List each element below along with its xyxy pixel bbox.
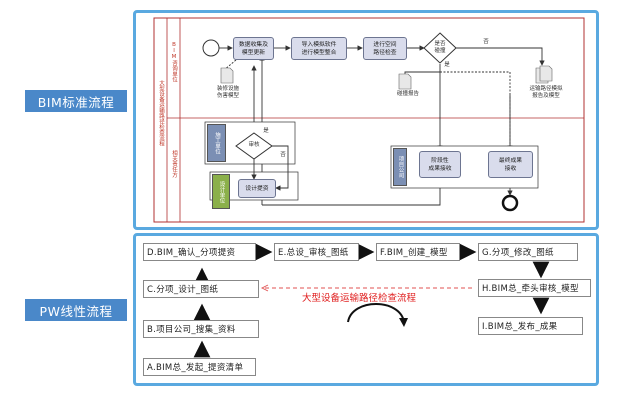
task-space-path-check: 进行空间 路径检查 [363, 37, 407, 60]
pw-diagram-frame [133, 233, 599, 386]
gateway-no-label: 否 [483, 39, 489, 45]
pw-step-h: H.BIM总_牵头审核_模型 [478, 279, 591, 297]
pw-step-c: C.分项_设计_图纸 [143, 280, 259, 298]
task-design-data: 设计提资 [238, 179, 276, 198]
role-design: 设计单位 [212, 174, 230, 209]
bim-diagram-frame [133, 10, 599, 230]
task-stage-result-receive: 阶段性 成果接收 [419, 151, 461, 178]
lane2-title: 相关责任方 [171, 150, 177, 178]
pw-step-f: F.BIM_创建_模型 [376, 243, 460, 261]
pw-step-i: I.BIM总_发布_成果 [478, 317, 583, 335]
pw-step-e: E.总设_审核_图纸 [274, 243, 359, 261]
lane2-connectors [251, 145, 289, 191]
review-label: 审核 [248, 142, 260, 148]
pw-step-d: D.BIM_确认_分项提资 [143, 243, 256, 261]
document-icons [220, 65, 553, 90]
task-final-result-receive: 最终成果 接收 [488, 151, 533, 178]
doc-label-3: 运输路径模拟 报告及模型 [529, 86, 563, 99]
review-no-label: 否 [280, 152, 286, 158]
pool-title: 大型设备运输路径检查流程 [158, 80, 164, 146]
collision-gateway [423, 32, 457, 64]
review-yes-label: 是 [263, 128, 269, 134]
role-project-company: 项目公司 [393, 148, 407, 186]
pw-step-g: G.分项_修改_图纸 [478, 243, 578, 261]
pw-step-b: B.项目公司_搜集_资料 [143, 320, 259, 338]
pw-arrows [193, 243, 550, 358]
task-data-collection: 数据收集及 模型更新 [233, 37, 274, 60]
lane1-title: BIM咨询单位 [171, 42, 177, 82]
pw-process-label: PW线性流程 [25, 299, 127, 321]
doc-label-1: 装修设施 伤害模型 [216, 86, 239, 99]
doc-label-2: 碰撞报告 [396, 91, 419, 97]
task-import-simulation: 导入模拟软件 进行模型整合 [291, 37, 347, 60]
pw-loop-title: 大型设备运输路径检查流程 [302, 293, 417, 304]
gateway-label: 是否 碰撞 [434, 41, 446, 54]
bim-process-label: BIM标准流程 [25, 90, 127, 112]
start-event [202, 39, 220, 57]
gateway-yes-label: 是 [444, 62, 450, 68]
pw-step-a: A.BIM总_发起_提资清单 [143, 358, 256, 376]
role-construction: 施工单位 [207, 124, 226, 162]
